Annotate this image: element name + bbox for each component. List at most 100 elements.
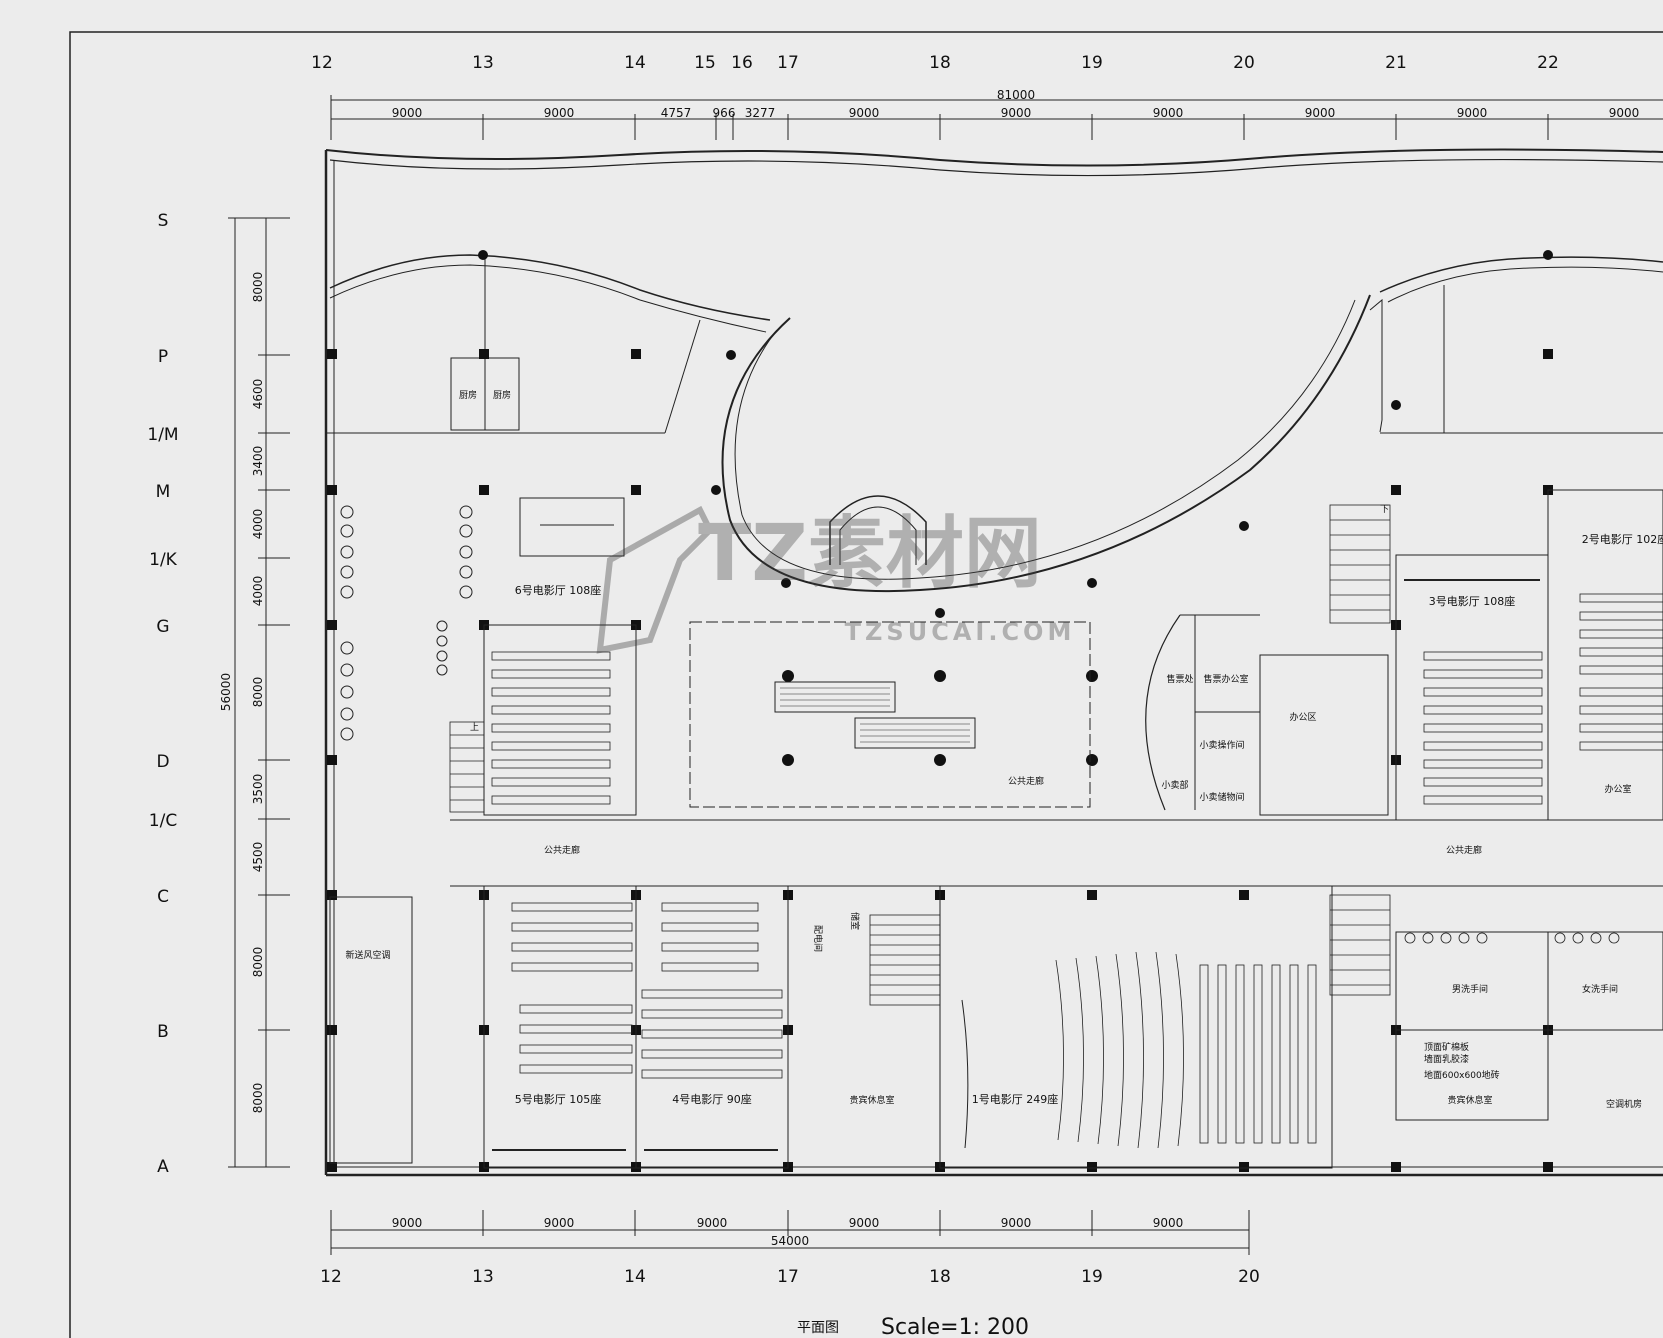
room-label-snack-op: 小卖操作间	[1199, 739, 1244, 751]
room-label-vip: 贵宾休息室	[849, 1094, 894, 1106]
drawing-frame	[69, 31, 1663, 1338]
axis-label: 20	[1238, 1267, 1260, 1287]
axis-label: 18	[929, 1267, 951, 1287]
dim-label: 9000	[1457, 106, 1488, 120]
axis-label: 14	[624, 1267, 646, 1287]
room-label-corridor: 公共走廊	[1008, 775, 1044, 787]
room-label-snack-store: 小卖储物间	[1199, 791, 1244, 803]
stairs	[449, 504, 1391, 1006]
dim-label: 9000	[697, 1216, 728, 1230]
axis-label: D	[156, 752, 169, 772]
drawing-title: 平面图	[797, 1320, 839, 1336]
axis-label: 17	[777, 53, 799, 73]
axis-label: 13	[472, 53, 494, 73]
dim-total-label: 54000	[771, 1234, 809, 1248]
axis-label: B	[157, 1022, 169, 1042]
axis-label: 19	[1081, 53, 1103, 73]
room-label-corridor: 公共走廊	[1446, 844, 1482, 856]
drawing-scale: Scale=1: 200	[881, 1315, 1029, 1338]
axis-label: 19	[1081, 1267, 1103, 1287]
room-label-store: 储室	[849, 912, 861, 930]
room-label-ticket: 售票处	[1166, 673, 1193, 685]
watermark-text: TZ素材网	[698, 509, 1042, 599]
room-label-kitchen: 厨房	[493, 389, 511, 401]
building-walls	[324, 148, 1663, 1177]
dim-label: 9000	[1153, 1216, 1184, 1230]
cinema-hall-6	[483, 497, 637, 816]
dim-label: 3277	[745, 106, 776, 120]
dim-label: 9000	[849, 106, 880, 120]
axis-label: 16	[731, 53, 753, 73]
dim-label: 8000	[251, 947, 265, 978]
grid-axis-left: S P 1/M M 1/K G D 1/C C B A	[147, 211, 178, 1177]
axis-label: G	[156, 617, 169, 637]
room-label-ac: 新送风空调	[345, 949, 390, 961]
room-label-female-wc: 女洗手间	[1582, 983, 1618, 995]
room-label-corridor: 公共走廊	[544, 844, 580, 856]
room-label-ticket-office: 售票办公室	[1203, 673, 1248, 685]
dim-label: 9000	[392, 106, 423, 120]
axis-label: 15	[694, 53, 716, 73]
axis-label: 12	[311, 53, 333, 73]
room-label-hall5: 5号电影厅 105座	[515, 1092, 602, 1106]
axis-label: S	[158, 211, 169, 231]
dim-label: 9000	[1305, 106, 1336, 120]
axis-label: P	[158, 347, 168, 367]
room-label-hall3: 3号电影厅 108座	[1429, 594, 1516, 608]
room-label-hall2: 2号电影厅 102座	[1582, 532, 1663, 546]
dim-label: 4500	[251, 842, 265, 873]
dim-label: 8000	[251, 272, 265, 303]
axis-label: 14	[624, 53, 646, 73]
cinema-hall-1	[939, 885, 1333, 1169]
grid-axis-bottom: 12 13 14 17 18 19 20	[320, 1267, 1260, 1287]
axis-label: A	[157, 1157, 169, 1177]
watermark-url: TZSUCAI.COM	[845, 618, 1076, 646]
dimension-labels-left: 56000 8000 4600 3400 4000 4000 8000 3500…	[219, 272, 265, 1114]
dim-label: 8000	[251, 677, 265, 708]
room-label-male-wc: 男洗手间	[1452, 983, 1488, 995]
axis-label: 1/C	[149, 811, 177, 831]
cinema-hall-5-4	[329, 885, 789, 1169]
dimension-chain-top	[330, 95, 1663, 140]
watermark: TZ素材网 TZSUCAI.COM	[596, 505, 1076, 654]
dim-label: 9000	[849, 1216, 880, 1230]
axis-label: 17	[777, 1267, 799, 1287]
room-label-hall1: 1号电影厅 249座	[972, 1092, 1059, 1106]
dim-label: 4000	[251, 576, 265, 607]
room-label-kitchen: 厨房	[459, 389, 477, 401]
dim-label: 966	[713, 106, 736, 120]
dimension-chain-bottom	[330, 1210, 1250, 1255]
cinema-hall-3-2	[1395, 489, 1663, 821]
dimension-chain-left	[228, 217, 290, 1168]
dim-total-label: 81000	[997, 88, 1035, 102]
stair-up-label: 上	[470, 722, 479, 733]
axis-label: 18	[929, 53, 951, 73]
dim-label: 4757	[661, 106, 692, 120]
dim-label: 9000	[1153, 106, 1184, 120]
dim-label: 9000	[1001, 1216, 1032, 1230]
axis-label: 22	[1537, 53, 1559, 73]
dining-tables	[340, 505, 473, 741]
dim-label: 9000	[1001, 106, 1032, 120]
axis-label: 1/K	[149, 550, 178, 570]
dim-label: 4000	[251, 509, 265, 540]
room-label-office: 办公区	[1289, 711, 1316, 723]
room-label-hall6: 6号电影厅 108座	[515, 583, 602, 597]
axis-label: 1/M	[147, 425, 178, 445]
axis-label: M	[156, 482, 171, 502]
axis-label: 20	[1233, 53, 1255, 73]
axis-label: 12	[320, 1267, 342, 1287]
dimension-labels-top: 81000 9000 9000 4757 966 3277 9000 9000 …	[392, 88, 1640, 120]
lobby-area	[689, 495, 1389, 816]
dim-label: 8000	[251, 1083, 265, 1114]
dimension-labels-bottom: 9000 9000 9000 9000 9000 9000 54000	[392, 1216, 1184, 1248]
axis-label: 13	[472, 1267, 494, 1287]
note-floor: 地面600x600地砖	[1424, 1069, 1500, 1081]
room-label-vip2: 贵宾休息室	[1447, 1094, 1492, 1106]
restrooms	[1395, 931, 1663, 1121]
dim-label: 9000	[392, 1216, 423, 1230]
axis-label: C	[157, 887, 169, 907]
room-label-snack: 小卖部	[1161, 779, 1188, 791]
room-label-power: 配电间	[812, 925, 824, 952]
